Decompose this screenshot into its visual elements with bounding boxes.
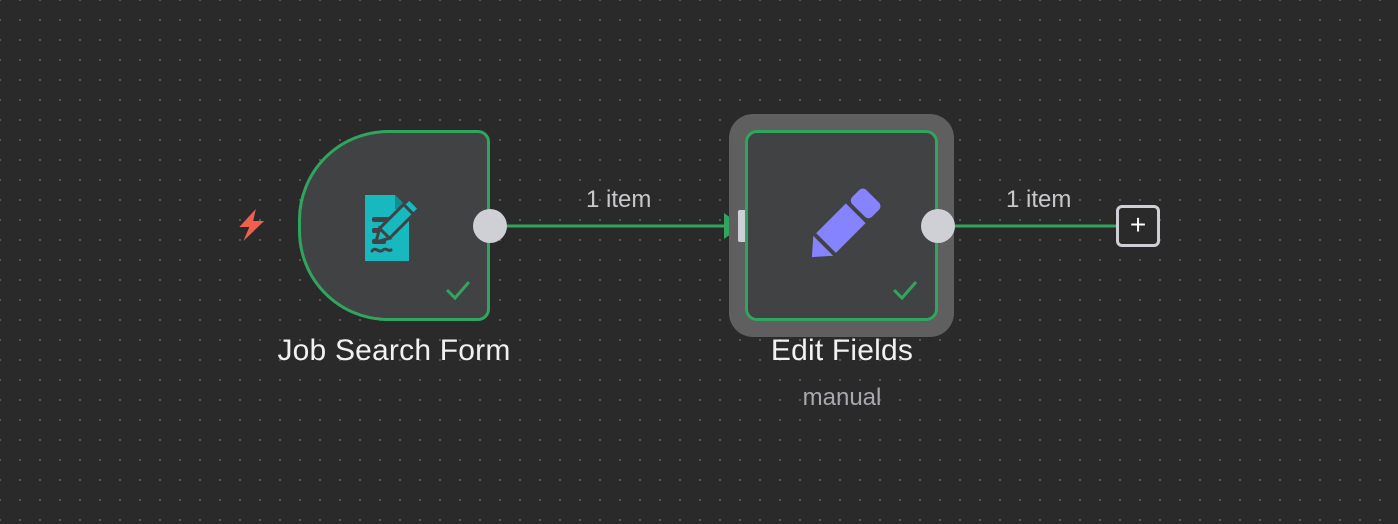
lightning-bolt-icon bbox=[239, 209, 265, 241]
edit-fields-node-label: Edit Fields bbox=[770, 334, 914, 367]
edge-label-2: 1 item bbox=[1006, 186, 1072, 213]
pencil-icon bbox=[811, 188, 881, 258]
edit-fields-node-subtitle: manual bbox=[802, 384, 882, 411]
edge-label-1: 1 item bbox=[586, 186, 652, 213]
form-clipboard-icon bbox=[365, 195, 420, 261]
add-node-button[interactable]: + bbox=[1116, 205, 1160, 247]
edit-fields-output-handle[interactable] bbox=[921, 209, 955, 243]
job-search-form-node[interactable] bbox=[298, 130, 490, 321]
edit-fields-node[interactable] bbox=[745, 130, 938, 321]
success-check-icon bbox=[892, 281, 918, 301]
job-search-form-output-handle[interactable] bbox=[473, 209, 507, 243]
success-check-icon bbox=[445, 281, 471, 301]
job-search-form-node-label: Job Search Form bbox=[277, 334, 511, 367]
